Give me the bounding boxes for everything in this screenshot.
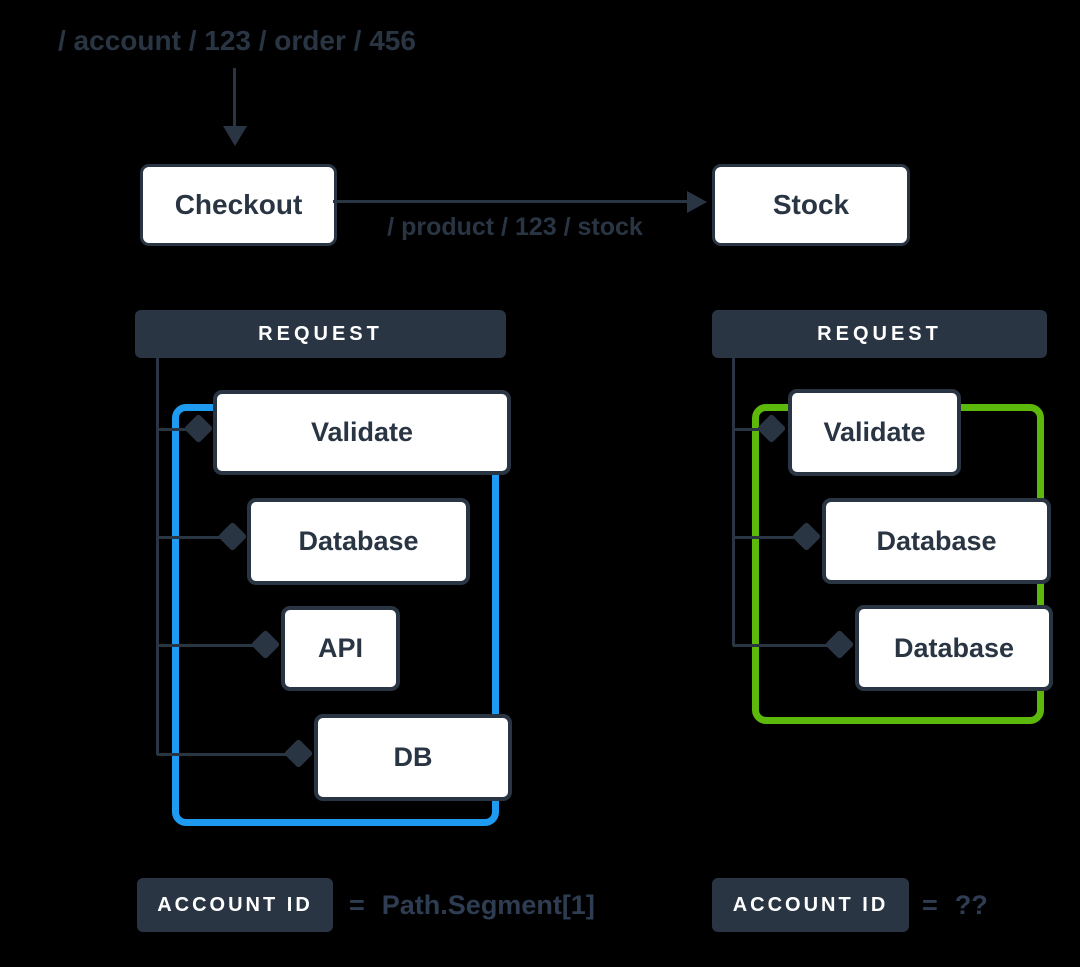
checkout-node: Checkout bbox=[140, 164, 337, 246]
span-label: Database bbox=[298, 526, 419, 556]
right-trace-spine bbox=[732, 358, 735, 646]
span-label: Validate bbox=[823, 417, 926, 447]
left-account-id-value: Path.Segment[1] bbox=[381, 889, 595, 920]
service-call-arrow-line bbox=[333, 200, 689, 203]
left-span-connector bbox=[157, 536, 233, 539]
span-label: Database bbox=[876, 525, 997, 556]
right-account-id-value: ?? bbox=[954, 889, 988, 920]
right-account-id-value-row: = ?? bbox=[922, 878, 988, 932]
right-span-connector bbox=[733, 536, 807, 539]
left-account-id-badge: ACCOUNT ID bbox=[137, 878, 333, 932]
left-account-id-label: ACCOUNT ID bbox=[157, 893, 313, 916]
incoming-path-label: / account / 123 / order / 456 bbox=[58, 25, 416, 56]
service-call-path-label: / product / 123 / stock bbox=[387, 213, 643, 241]
left-span-api: API bbox=[281, 606, 400, 691]
incoming-arrow-stem bbox=[233, 68, 236, 128]
left-request-header-label: REQUEST bbox=[258, 322, 383, 345]
right-span-validate: Validate bbox=[788, 389, 961, 476]
equals-sign: = bbox=[349, 889, 365, 920]
right-request-header-label: REQUEST bbox=[817, 322, 942, 345]
right-span-database-1: Database bbox=[822, 498, 1051, 584]
left-span-connector bbox=[157, 644, 266, 647]
right-span-connector bbox=[733, 644, 840, 647]
checkout-node-label: Checkout bbox=[174, 189, 303, 220]
span-label: API bbox=[317, 633, 363, 663]
span-label: Validate bbox=[310, 417, 414, 447]
right-span-database-2: Database bbox=[855, 605, 1053, 691]
left-span-db: DB bbox=[314, 714, 512, 801]
right-request-header: REQUEST bbox=[712, 310, 1047, 358]
left-request-header: REQUEST bbox=[135, 310, 506, 358]
stock-node-label: Stock bbox=[772, 189, 850, 220]
left-span-validate: Validate bbox=[213, 390, 511, 475]
right-span-connector bbox=[733, 428, 772, 431]
left-span-connector bbox=[157, 428, 199, 431]
arrow-down-icon bbox=[223, 126, 247, 146]
equals-sign: = bbox=[922, 889, 938, 920]
arrow-right-icon bbox=[687, 191, 707, 213]
right-account-id-badge: ACCOUNT ID bbox=[712, 878, 909, 932]
left-trace-spine bbox=[156, 358, 159, 755]
left-account-id-value-row: = Path.Segment[1] bbox=[349, 878, 595, 932]
left-span-database: Database bbox=[247, 498, 470, 585]
left-span-connector bbox=[157, 753, 299, 756]
span-label: Database bbox=[893, 632, 1015, 663]
stock-node: Stock bbox=[712, 164, 910, 246]
span-label: DB bbox=[393, 742, 433, 772]
right-account-id-label: ACCOUNT ID bbox=[732, 893, 889, 916]
